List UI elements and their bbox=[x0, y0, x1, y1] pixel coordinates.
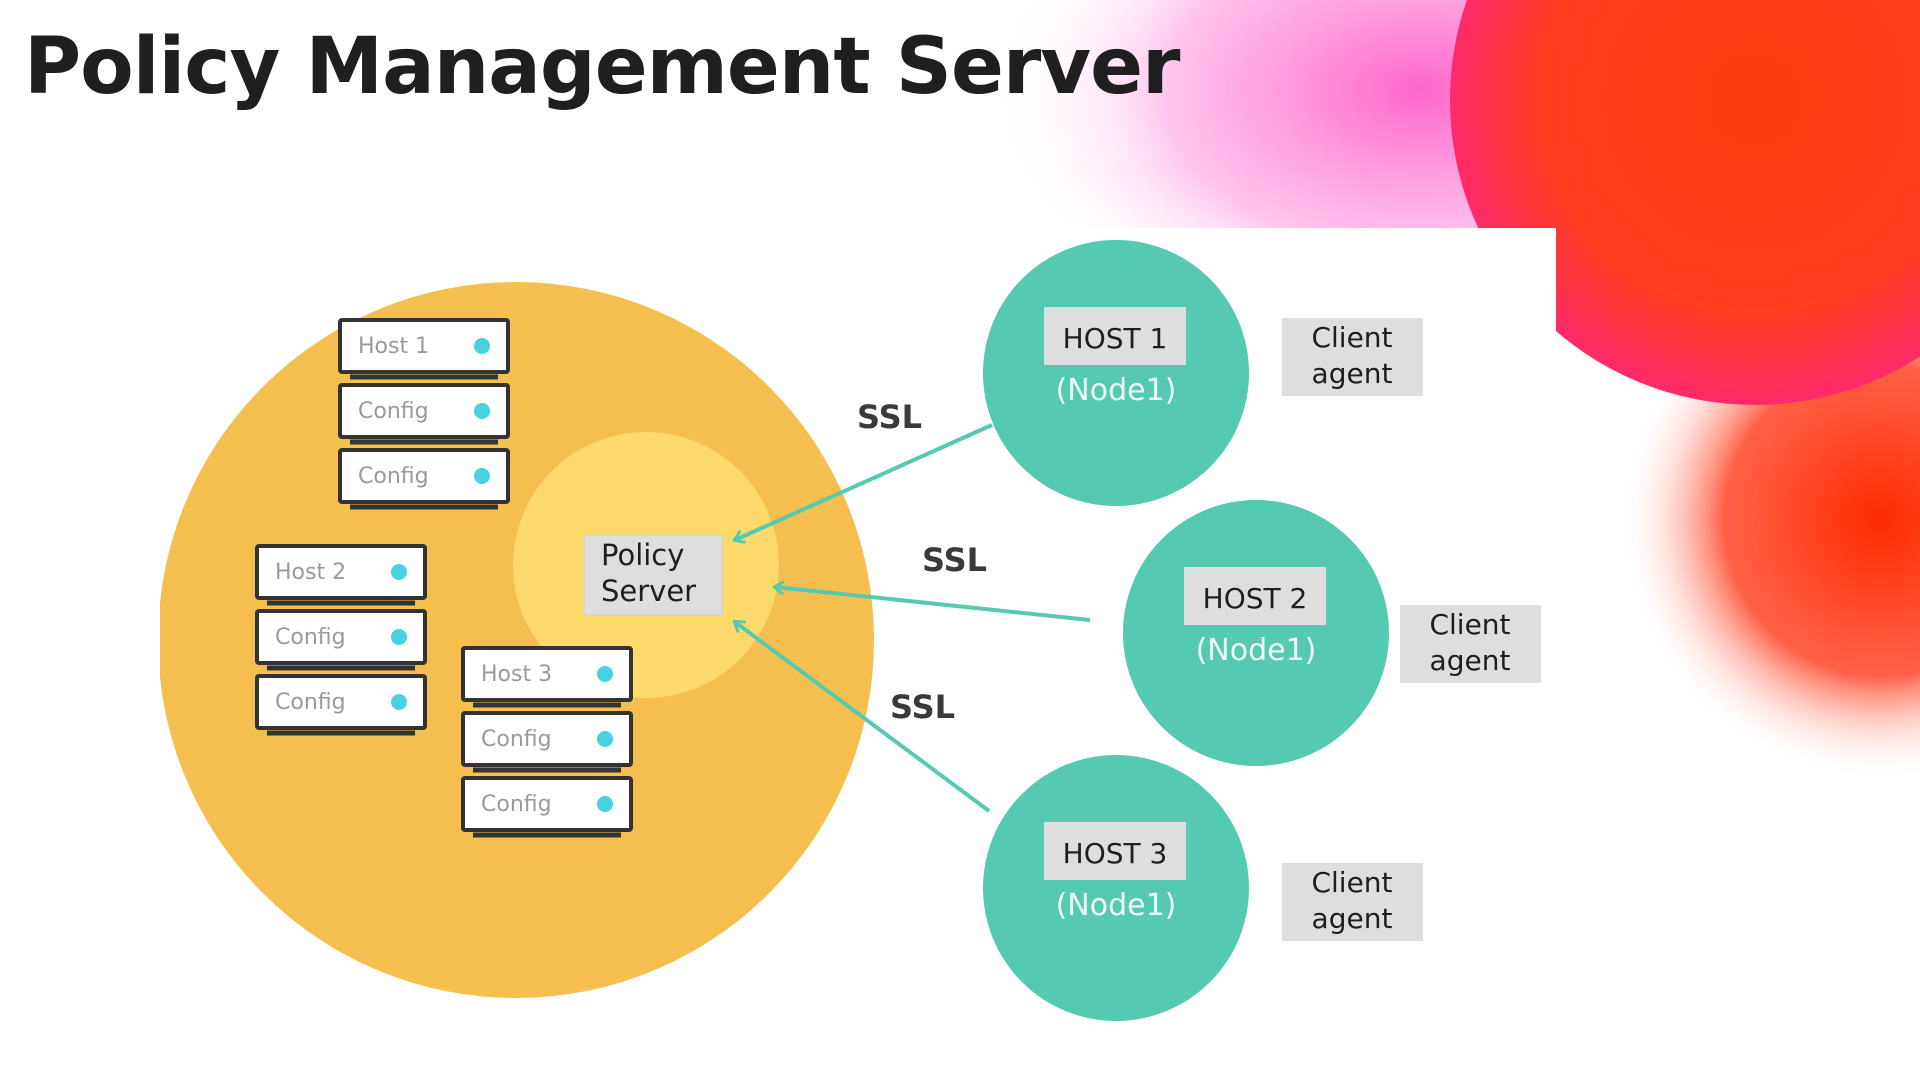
client-agent-line1: Client bbox=[1311, 321, 1392, 354]
rack-unit-label: Config bbox=[275, 690, 346, 715]
policy-server-line1: Policy bbox=[601, 538, 684, 572]
ssl-arrow bbox=[735, 622, 991, 813]
policy-server-label: Policy Server bbox=[583, 534, 723, 616]
client-agent-line1: Client bbox=[1429, 608, 1510, 641]
host-name: HOST 2 bbox=[1203, 582, 1308, 615]
ssl-label: SSL bbox=[922, 541, 987, 579]
client-agent-line2: agent bbox=[1312, 902, 1393, 935]
rack-unit-label: Config bbox=[481, 727, 552, 752]
status-dot bbox=[597, 796, 613, 812]
ssl-label: SSL bbox=[890, 688, 955, 726]
rack-unit-label: Config bbox=[275, 625, 346, 650]
rack-unit-label: Host 2 bbox=[275, 560, 346, 585]
ssl-label: SSL bbox=[857, 398, 922, 436]
page-title: Policy Management Server bbox=[24, 22, 1181, 112]
host-name: HOST 1 bbox=[1063, 322, 1168, 355]
rack-unit: Host 3 bbox=[461, 646, 633, 708]
rack-unit: Config bbox=[338, 383, 510, 445]
rack-unit: Config bbox=[461, 776, 633, 838]
rack-unit-label: Host 1 bbox=[358, 334, 429, 359]
node-label: (Node1) bbox=[1056, 373, 1177, 408]
status-dot bbox=[474, 403, 490, 419]
rack-unit-label: Config bbox=[481, 792, 552, 817]
status-dot bbox=[391, 564, 407, 580]
policy-server-line2: Server bbox=[601, 574, 696, 608]
rack-unit: Config bbox=[461, 711, 633, 773]
status-dot bbox=[474, 338, 490, 354]
host-circle bbox=[983, 240, 1249, 506]
rack-unit: Config bbox=[255, 609, 427, 671]
status-dot bbox=[391, 629, 407, 645]
status-dot bbox=[474, 468, 490, 484]
ssl-arrow bbox=[775, 587, 1091, 622]
rack-unit-label: Host 3 bbox=[481, 662, 552, 687]
host-circle bbox=[983, 755, 1249, 1021]
rack-unit: Config bbox=[255, 674, 427, 736]
rack-unit: Host 2 bbox=[255, 544, 427, 606]
rack-unit: Config bbox=[338, 448, 510, 510]
rack-unit: Host 1 bbox=[338, 318, 510, 380]
node-label: (Node1) bbox=[1056, 888, 1177, 923]
status-dot bbox=[597, 731, 613, 747]
client-agent-line2: agent bbox=[1312, 357, 1393, 390]
rack-unit-label: Config bbox=[358, 464, 429, 489]
host-circle bbox=[1123, 500, 1389, 766]
status-dot bbox=[391, 694, 407, 710]
host-name: HOST 3 bbox=[1063, 837, 1168, 870]
client-agent-line2: agent bbox=[1430, 644, 1511, 677]
client-agent-line1: Client bbox=[1311, 866, 1392, 899]
ssl-arrow bbox=[735, 423, 993, 540]
rack-unit-label: Config bbox=[358, 399, 429, 424]
status-dot bbox=[597, 666, 613, 682]
node-label: (Node1) bbox=[1196, 633, 1317, 668]
